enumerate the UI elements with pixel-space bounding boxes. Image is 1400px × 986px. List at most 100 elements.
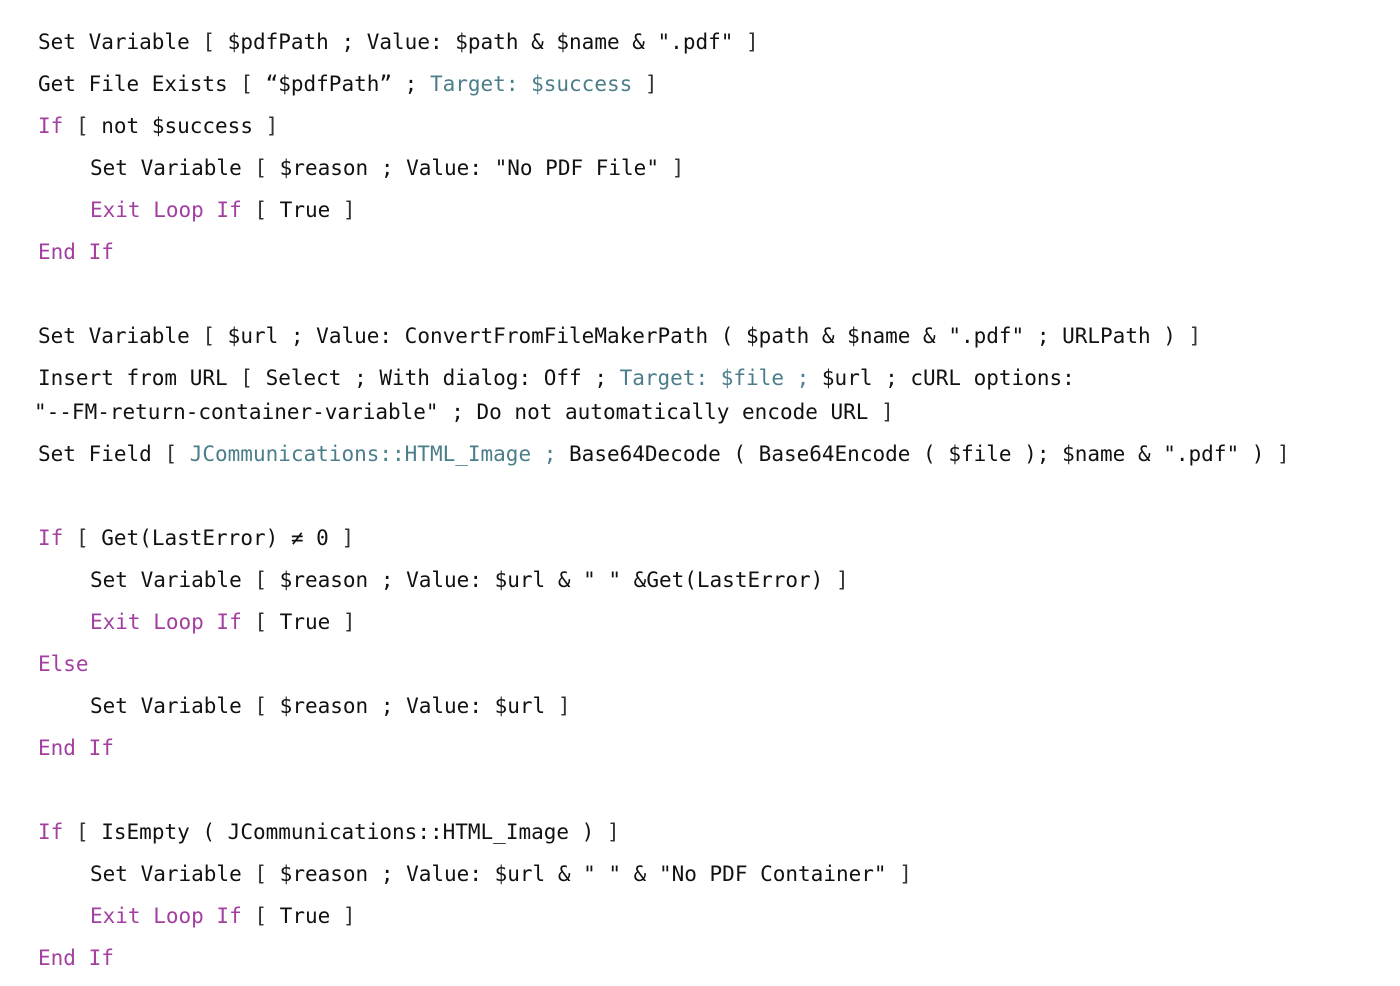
bracket: [ (202, 30, 228, 54)
control-keyword: End If (38, 736, 114, 760)
step-text (63, 820, 76, 844)
bracket: ] (1188, 324, 1202, 348)
step-text: Insert from URL (38, 366, 241, 390)
control-keyword: End If (38, 946, 114, 970)
bracket: ] (606, 820, 620, 844)
bracket: [ (75, 114, 102, 138)
bracket: [ (164, 442, 190, 466)
script-step[interactable]: If [ Get(LastError) ≠ 0 ] (38, 522, 1378, 564)
blank-line (38, 480, 1378, 522)
step-text: “$pdfPath” ; (265, 72, 430, 96)
script-step[interactable]: Set Variable [ $reason ; Value: "No PDF … (38, 152, 1378, 194)
bracket: [ (254, 862, 280, 886)
step-text (242, 198, 255, 222)
step-text (63, 526, 76, 550)
step-text: $reason ; Value: $url & " " &Get(LastErr… (279, 568, 836, 592)
bracket: [ (254, 198, 280, 222)
step-text: Set Variable (90, 156, 255, 180)
script-step[interactable]: Set Variable [ $reason ; Value: $url & "… (38, 564, 1378, 606)
step-text: Get File Exists (38, 72, 241, 96)
script-step[interactable]: Set Variable [ $reason ; Value: $url ] (38, 690, 1378, 732)
target-reference: Target: $file ; (619, 366, 810, 390)
script-step[interactable]: If [ not $success ] (38, 110, 1378, 152)
step-text: True (279, 610, 343, 634)
step-text (242, 904, 255, 928)
step-text: True (279, 198, 343, 222)
step-text: Get(LastError) ≠ 0 (101, 526, 342, 550)
control-keyword: If (38, 820, 64, 844)
control-keyword: End If (38, 240, 114, 264)
control-keyword: Else (38, 652, 89, 676)
script-step[interactable]: Set Variable [ $url ; Value: ConvertFrom… (38, 320, 1378, 362)
bracket: ] (341, 526, 355, 550)
script-listing: Set Variable [ $pdfPath ; Value: $path &… (34, 26, 1378, 984)
script-step[interactable]: Else (38, 648, 1378, 690)
bracket: ] (265, 114, 279, 138)
target-reference: JCommunications::HTML_Image ; (189, 442, 557, 466)
script-step[interactable]: Set Field [ JCommunications::HTML_Image … (38, 438, 1378, 480)
bracket: ] (342, 198, 356, 222)
step-text: Base64Decode ( Base64Encode ( $file ); $… (556, 442, 1278, 466)
step-text: Set Variable (38, 324, 203, 348)
bracket: [ (254, 694, 280, 718)
step-text (242, 610, 255, 634)
bracket: ] (644, 72, 658, 96)
bracket: ] (835, 568, 849, 592)
script-step[interactable]: Get File Exists [ “$pdfPath” ; Target: $… (38, 68, 1378, 110)
bracket: [ (240, 366, 266, 390)
step-text: "--FM-return-container-variable" ; Do no… (34, 400, 882, 424)
script-step[interactable]: Set Variable [ $reason ; Value: $url & "… (38, 858, 1378, 900)
bracket: ] (899, 862, 912, 886)
control-keyword: If (38, 114, 64, 138)
script-step[interactable]: End If (38, 942, 1378, 984)
script-step[interactable]: Set Variable [ $pdfPath ; Value: $path &… (38, 26, 1378, 68)
control-keyword: Exit Loop If (90, 610, 242, 634)
script-step[interactable]: Exit Loop If [ True ] (38, 194, 1378, 236)
step-text (632, 72, 645, 96)
bracket: ] (671, 156, 685, 180)
bracket: ] (557, 694, 571, 718)
step-text: $url ; cURL options: (809, 366, 1075, 390)
bracket: [ (254, 568, 280, 592)
step-text: True (279, 904, 343, 928)
step-text: Set Variable (38, 30, 203, 54)
script-step[interactable]: Insert from URL [ Select ; With dialog: … (38, 362, 1378, 396)
step-text: $reason ; Value: $url (279, 694, 558, 718)
script-step[interactable]: End If (38, 236, 1378, 278)
step-text: Set Variable (90, 568, 255, 592)
step-text: $url ; Value: ConvertFromFileMakerPath (… (227, 324, 1189, 348)
control-keyword: If (38, 526, 64, 550)
bracket: [ (254, 904, 280, 928)
bracket: ] (746, 30, 759, 54)
step-text: Set Field (38, 442, 165, 466)
target-reference: Target: $success (429, 72, 633, 96)
step-text: Select ; With dialog: Off ; (265, 366, 620, 390)
script-step[interactable]: Exit Loop If [ True ] (38, 606, 1378, 648)
step-text: Set Variable (90, 694, 255, 718)
script-step[interactable]: End If (38, 732, 1378, 774)
script-step-continuation[interactable]: "--FM-return-container-variable" ; Do no… (34, 396, 1378, 438)
step-text (63, 114, 76, 138)
step-text: $reason ; Value: $url & " " & "No PDF Co… (279, 862, 900, 886)
script-step[interactable]: If [ IsEmpty ( JCommunications::HTML_Ima… (38, 816, 1378, 858)
step-text: $pdfPath ; Value: $path & $name & ".pdf" (227, 30, 747, 54)
bracket: ] (342, 610, 356, 634)
bracket: ] (342, 904, 356, 928)
blank-line (38, 774, 1378, 816)
bracket: ] (881, 400, 894, 424)
bracket: ] (1277, 442, 1290, 466)
bracket: [ (254, 610, 280, 634)
bracket: [ (254, 156, 280, 180)
control-keyword: Exit Loop If (90, 198, 242, 222)
control-keyword: Exit Loop If (90, 904, 242, 928)
step-text: not $success (101, 114, 266, 138)
bracket: [ (75, 526, 102, 550)
script-step[interactable]: Exit Loop If [ True ] (38, 900, 1378, 942)
bracket: [ (75, 820, 102, 844)
step-text: Set Variable (90, 862, 255, 886)
bracket: [ (202, 324, 228, 348)
step-text: $reason ; Value: "No PDF File" (279, 156, 672, 180)
bracket: [ (240, 72, 266, 96)
step-text: IsEmpty ( JCommunications::HTML_Image ) (101, 820, 607, 844)
blank-line (38, 278, 1378, 320)
